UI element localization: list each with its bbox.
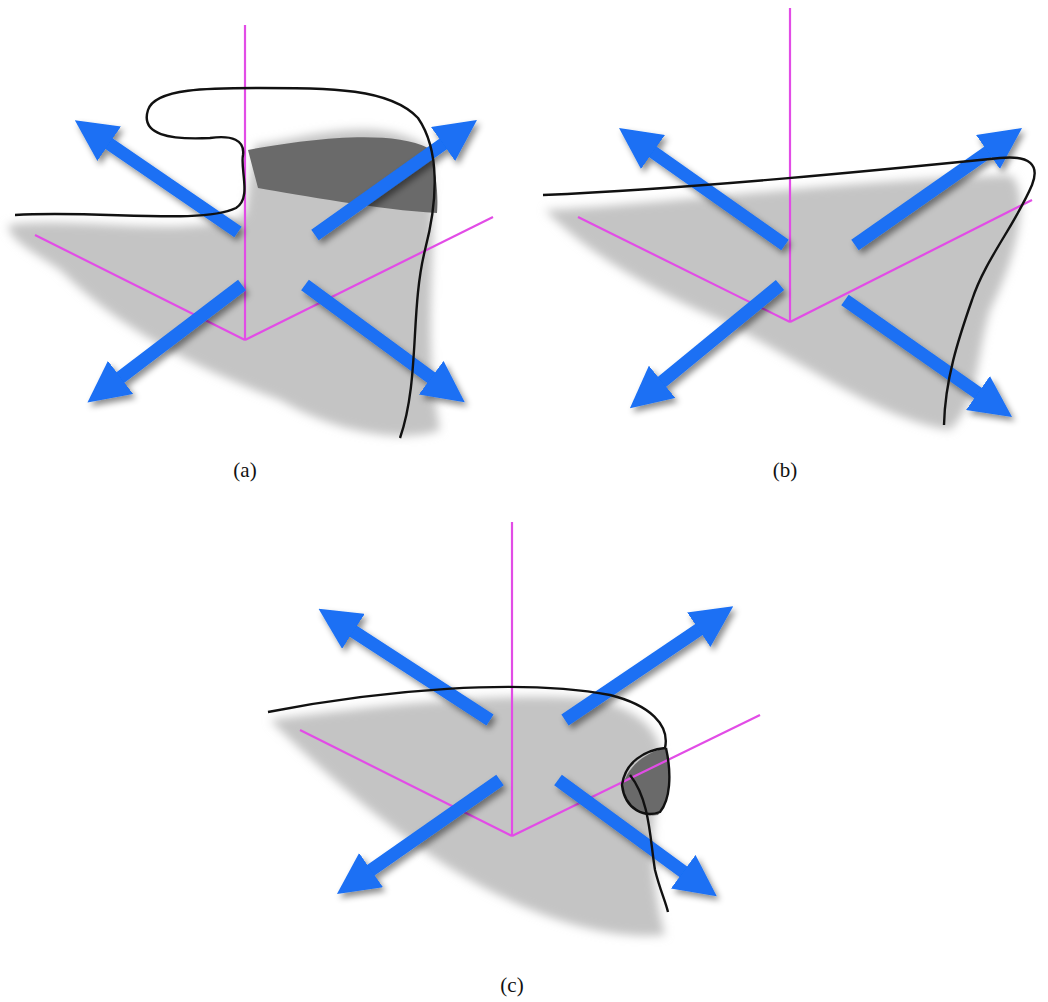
blue-arrows <box>336 618 716 884</box>
blue-arrows <box>636 140 1005 405</box>
panel-label: (b) <box>773 458 798 483</box>
panel-label: (c) <box>500 973 523 998</box>
surface-curve <box>630 775 668 912</box>
surface-curve <box>15 88 435 438</box>
blue-arrows <box>92 132 460 390</box>
surface-shadow <box>545 175 1020 430</box>
surface-curve <box>268 687 669 814</box>
axes <box>578 8 1032 322</box>
surface-shadow <box>8 130 440 436</box>
panel-b <box>543 8 1035 430</box>
panel-label: (a) <box>233 458 256 483</box>
surface-curve <box>543 157 1035 425</box>
axes <box>300 522 760 836</box>
axes <box>35 25 493 340</box>
panel-a <box>8 25 493 438</box>
panel-c <box>268 522 760 936</box>
